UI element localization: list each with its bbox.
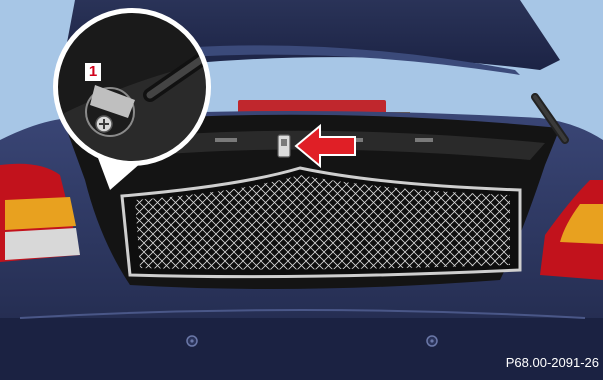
callout-number-1: 1 bbox=[85, 63, 101, 81]
rear-bumper bbox=[0, 318, 603, 380]
trunk-light-right bbox=[415, 138, 433, 142]
figure-code: P68.00-2091-26 bbox=[506, 355, 599, 370]
parking-sensor-right bbox=[427, 336, 437, 346]
parking-sensor-left bbox=[187, 336, 197, 346]
rocker-switch-icon bbox=[278, 135, 290, 157]
trunk-light-left bbox=[215, 138, 237, 142]
